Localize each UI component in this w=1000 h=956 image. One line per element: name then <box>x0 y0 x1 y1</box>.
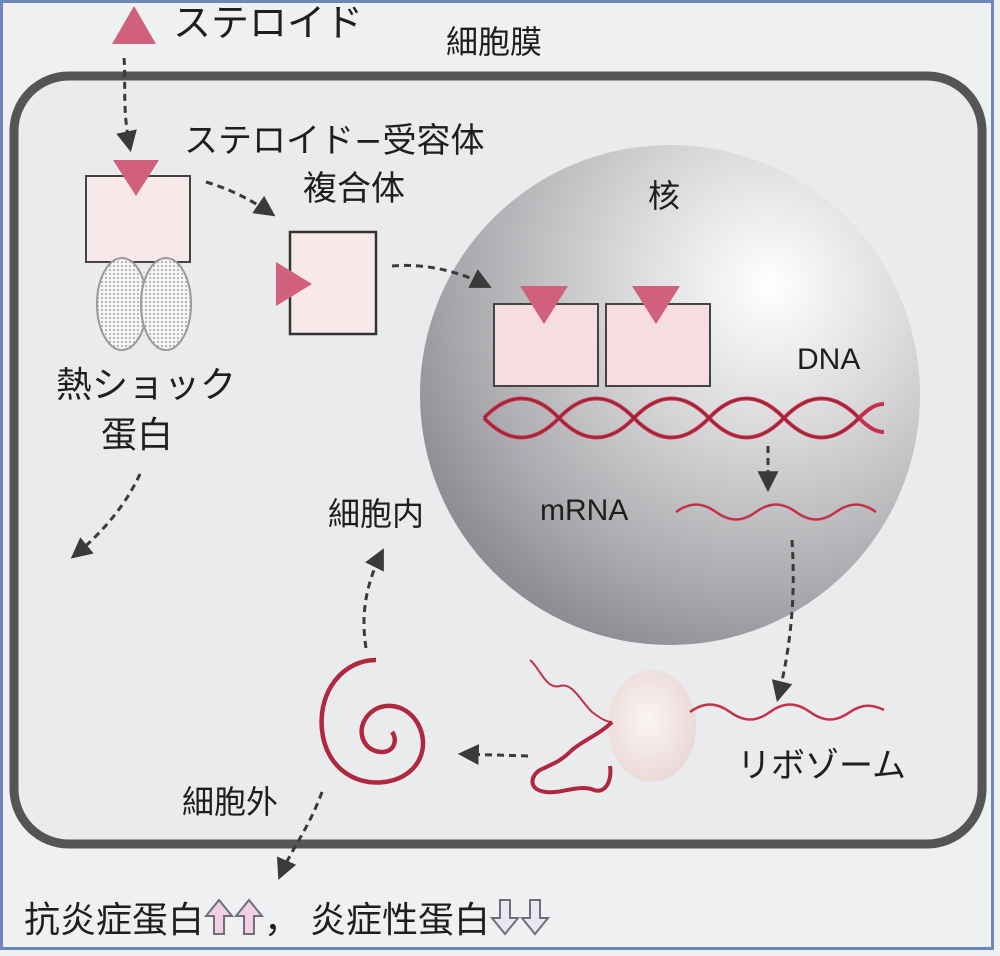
heat-shock-label-line1: 熱ショック <box>56 365 237 406</box>
arrow-extracellular <box>276 791 324 880</box>
steroid-on-complex <box>276 262 312 306</box>
steroid-label: ステロイド <box>173 1 364 45</box>
dna-strand-2-inner <box>483 397 860 439</box>
up-arrow-icon <box>234 898 265 935</box>
heat-shock-protein-left <box>96 257 148 351</box>
ribosome-mrna <box>689 703 885 721</box>
cell-membrane-label: 細胞膜 <box>446 23 543 61</box>
down-arrow-icon <box>520 899 551 936</box>
nucleus-sphere <box>420 145 920 645</box>
down-arrow-icon <box>490 899 521 936</box>
heat-shock-label-line2: 蛋白 <box>101 415 174 456</box>
mrna-label: mRNA <box>540 494 629 527</box>
steroid-on-dimer-right <box>632 286 680 324</box>
intracellular-label: 細胞内 <box>328 495 425 533</box>
nucleus-label: 核 <box>648 177 681 215</box>
extracellular-label: 細胞外 <box>182 783 279 821</box>
arrow-to-complex <box>205 180 276 217</box>
folded-protein <box>319 657 426 785</box>
nascent-peptide-upper <box>529 659 613 723</box>
complex-label-line1: ステロイド−受容体 <box>184 121 485 161</box>
complex-label-line2: 複合体 <box>303 169 405 209</box>
steroid-on-dimer-left <box>520 286 568 324</box>
inflammatory-label: 炎症性蛋白 <box>310 900 491 941</box>
dna-strand-1-inner <box>483 397 860 439</box>
ribosome-label: リボゾーム <box>737 746 906 786</box>
effects-row: 抗炎症蛋白 ， 炎症性蛋白 <box>24 895 551 941</box>
steroid-on-receptor <box>113 160 159 196</box>
nascent-peptide-lower <box>530 720 614 795</box>
steroid-triangle <box>112 6 156 44</box>
dna-label: DNA <box>797 343 861 376</box>
arrow-intracellular <box>362 548 384 649</box>
effects-separator: ， <box>264 900 301 941</box>
mrna-strand <box>675 503 877 521</box>
anti-inflammatory-label: 抗炎症蛋白 <box>24 900 205 941</box>
arrow-to-nucleus <box>391 263 492 288</box>
ribosome-body <box>608 670 696 782</box>
arrow-steroid-entry <box>116 57 137 153</box>
up-arrow-icon <box>204 898 235 935</box>
dna-helix <box>482 396 885 440</box>
heat-shock-protein-right <box>140 257 192 351</box>
